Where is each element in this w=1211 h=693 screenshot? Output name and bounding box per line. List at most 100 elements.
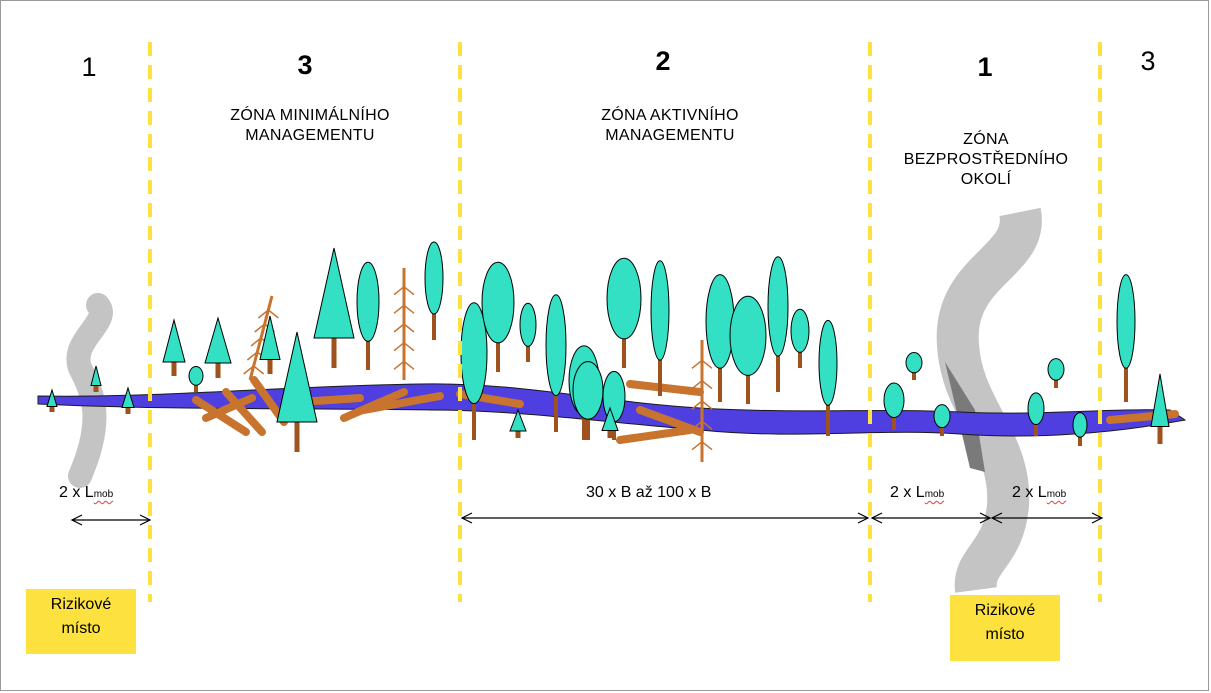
tree-trunk bbox=[267, 357, 273, 374]
dead-branch bbox=[691, 441, 703, 451]
broadleaf-tree bbox=[356, 261, 380, 342]
dead-branch bbox=[393, 304, 405, 314]
broadleaf-tree bbox=[933, 404, 951, 429]
arrowhead-left bbox=[870, 512, 883, 524]
spruce-tree bbox=[204, 316, 232, 364]
tree-trunk bbox=[366, 337, 370, 370]
fallen-log bbox=[360, 392, 444, 414]
tree-trunk bbox=[718, 363, 722, 402]
tree-trunk bbox=[93, 384, 99, 392]
dimension-label-2xlmob-right: 2 x Lmob bbox=[1012, 484, 1067, 501]
broadleaf-tree bbox=[545, 294, 567, 397]
dead-branch bbox=[403, 304, 415, 314]
dead-branch bbox=[701, 420, 713, 430]
dead-branch bbox=[691, 420, 703, 430]
broadleaf-tree bbox=[818, 319, 838, 406]
tree-trunk bbox=[472, 398, 476, 440]
spruce-tree bbox=[259, 315, 281, 360]
fallen-log bbox=[192, 396, 250, 436]
broadleaf-tree bbox=[1047, 358, 1065, 381]
dead-branch bbox=[257, 309, 269, 319]
dead-branch bbox=[403, 360, 415, 370]
tree-trunk bbox=[194, 384, 198, 392]
spruce-tree bbox=[313, 247, 355, 339]
zone-number-2: 2 bbox=[655, 46, 671, 76]
fallen-log bbox=[222, 388, 266, 436]
fallen-log bbox=[616, 426, 694, 444]
tree-trunk bbox=[1124, 363, 1128, 402]
risk-place-box-left: Rizikové místo bbox=[26, 589, 136, 654]
tree-trunk bbox=[776, 350, 780, 392]
dead-branch bbox=[701, 400, 713, 410]
broadleaf-tree bbox=[481, 261, 515, 344]
tree-trunk bbox=[515, 430, 521, 438]
tree-trunk bbox=[125, 406, 131, 414]
dead-branch bbox=[393, 286, 405, 296]
fallen-log bbox=[626, 380, 704, 396]
tree-trunk bbox=[586, 416, 590, 440]
broadleaf-tree bbox=[650, 260, 670, 361]
tree-trunk bbox=[912, 371, 916, 380]
tree-trunk bbox=[658, 354, 662, 396]
dead-branch bbox=[253, 365, 265, 375]
arrowhead-left bbox=[460, 512, 473, 524]
tree-trunk bbox=[892, 415, 896, 430]
dead-branch bbox=[691, 380, 703, 390]
broadleaf-tree bbox=[705, 274, 735, 369]
dead-branch bbox=[246, 351, 258, 361]
road-left bbox=[66, 293, 113, 488]
zone-title-immediate-surroundings: ZÓNA BEZPROSTŘEDNÍHO OKOLÍ bbox=[903, 131, 1069, 188]
broadleaf-tree bbox=[519, 302, 537, 347]
dead-branch bbox=[691, 359, 703, 369]
arrowhead-left bbox=[990, 512, 1003, 524]
broadleaf-tree bbox=[602, 370, 626, 423]
spruce-tree bbox=[1150, 373, 1170, 427]
tree-trunk bbox=[294, 418, 300, 452]
arrowhead-left bbox=[70, 514, 83, 526]
dead-branch bbox=[250, 337, 262, 347]
road-right bbox=[936, 207, 1042, 593]
zone-title-active-management: ZÓNA AKTIVNÍHO MANAGEMENTU bbox=[601, 107, 739, 144]
spruce-tree bbox=[90, 365, 102, 386]
arrowhead-right bbox=[139, 514, 152, 526]
dead-branch bbox=[243, 365, 255, 375]
tree-trunk bbox=[496, 338, 500, 372]
tree-trunk bbox=[798, 350, 802, 368]
spruce-tree bbox=[162, 318, 186, 363]
broadleaf-tree bbox=[790, 308, 810, 353]
tree-trunk bbox=[582, 411, 586, 440]
spruce-tree bbox=[601, 406, 619, 431]
dead-branch bbox=[403, 342, 415, 352]
tree-trunk bbox=[1034, 422, 1038, 436]
zone-number-1-right: 1 bbox=[977, 52, 993, 82]
broadleaf-tree bbox=[767, 256, 789, 357]
broadleaf-tree bbox=[729, 295, 767, 376]
fallen-log bbox=[202, 394, 256, 422]
spruce-tree bbox=[121, 386, 135, 408]
spruce-tree bbox=[46, 388, 58, 407]
tree-trunk bbox=[49, 405, 55, 412]
arrowhead-right bbox=[979, 512, 992, 524]
tree-trunk bbox=[526, 344, 530, 362]
dead-branch bbox=[393, 360, 405, 370]
dead-branch bbox=[403, 286, 415, 296]
tree-trunk bbox=[622, 334, 626, 368]
tree-trunk bbox=[215, 361, 221, 378]
broadleaf-tree bbox=[572, 361, 604, 420]
broadleaf-tree bbox=[1027, 392, 1045, 426]
broadleaf-tree bbox=[188, 366, 204, 386]
zone-title-minimal-management: ZÓNA MINIMÁLNÍHO MANAGEMENTU bbox=[230, 107, 390, 144]
dead-branch bbox=[254, 323, 266, 333]
dead-branch bbox=[691, 400, 703, 410]
dimension-label-30xb-100xb: 30 x B až 100 x B bbox=[586, 484, 712, 501]
tree-trunk bbox=[171, 360, 177, 376]
spruce-tree bbox=[276, 331, 318, 423]
dead-branch bbox=[393, 323, 405, 333]
zone-number-3-right: 3 bbox=[1140, 46, 1156, 76]
tree-trunk bbox=[1078, 435, 1082, 446]
dimension-label-2xlmob-mid: 2 x Lmob bbox=[890, 484, 945, 501]
zone-number-1-left: 1 bbox=[81, 52, 97, 82]
broadleaf-tree bbox=[1116, 274, 1136, 369]
